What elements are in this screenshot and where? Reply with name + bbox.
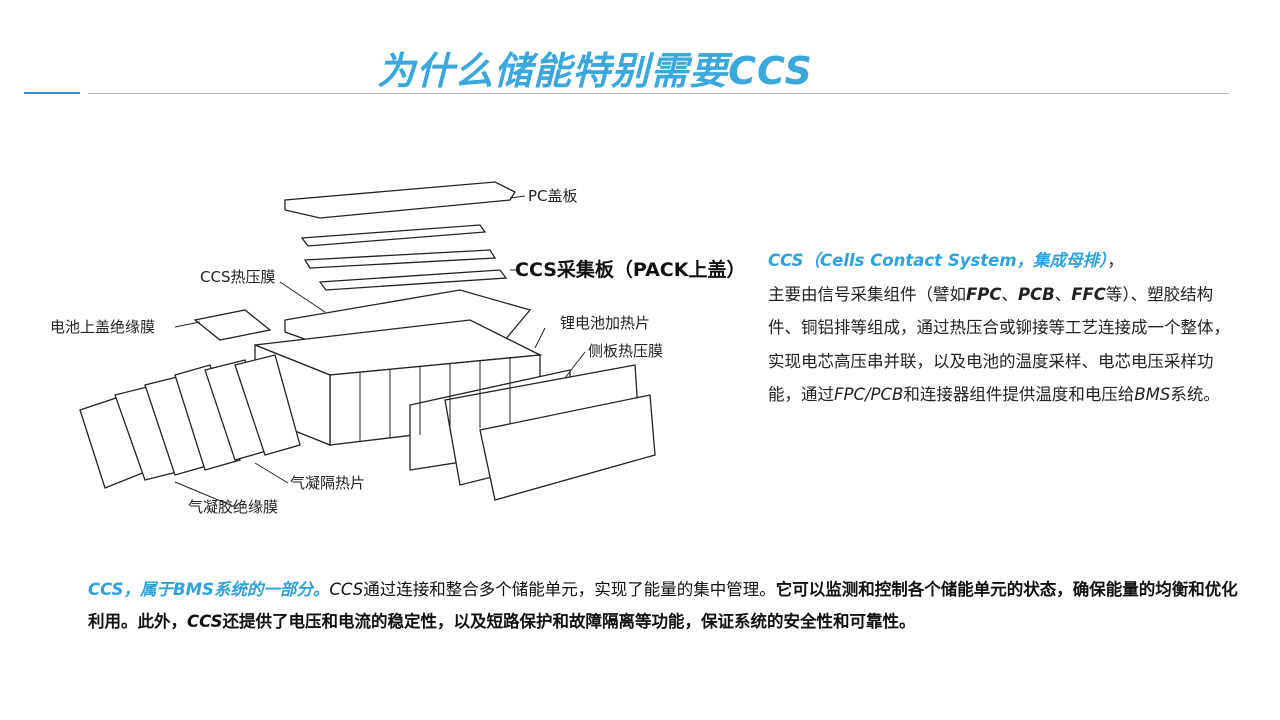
term-fpc-pcb: FPC/PCB <box>834 385 904 404</box>
label-top-insulation: 电池上盖绝缘膜 <box>50 318 155 336</box>
cell-slab-shape <box>234 354 301 456</box>
title-divider <box>88 93 1229 94</box>
term-bms: BMS <box>1134 385 1171 404</box>
ccs-description: CCS（Cells Contact System，集成母排）， 主要由信号采集组… <box>768 244 1238 412</box>
term-ccs: CCS <box>329 580 364 599</box>
description-text: 、 <box>1001 284 1018 304</box>
side-plate-shape <box>479 394 656 501</box>
label-pc-cover: PC盖板 <box>528 187 578 205</box>
label-aerogel-film: 气凝胶绝缘膜 <box>188 498 278 516</box>
description-text: ， <box>1107 251 1124 270</box>
description-text: 、 <box>1054 284 1072 304</box>
label-side-film: 侧板热压膜 <box>588 342 663 360</box>
battery-pack-exploded-diagram: PC盖板 CCS采集板（PACK上盖） CCS热压膜 电池上盖绝缘膜 锂电池加热… <box>40 170 760 530</box>
label-ccs-board: CCS采集板（PACK上盖） <box>515 258 745 281</box>
cell-slab-shape <box>174 364 241 471</box>
term-pcb: PCB <box>1017 284 1055 304</box>
description-text: 和连接器组件提供温度和电压给 <box>903 385 1135 404</box>
summary-text: 通过连接和整合多个储能单元，实现了能量的集中管理。 <box>363 580 776 599</box>
summary-paragraph: CCS，属于BMS系统的一部分。CCS通过连接和整合多个储能单元，实现了能量的集… <box>88 574 1248 638</box>
summary-bold-text: 还提供了电压和电流的稳定性，以及短路保护和故障隔离等功能，保证系统的安全性和可靠… <box>222 612 916 631</box>
summary-bold-text: 它可以监测和控制各个储能单元的状态，确保能量的均衡和优化利用。此外， <box>88 580 1238 631</box>
description-text: 等）、塑胶结构件、铜铝排等组成，通过热压合或铆接等工艺连接成一个整体，实现电芯高… <box>768 284 1230 405</box>
exploded-view-svg: PC盖板 CCS采集板（PACK上盖） CCS热压膜 电池上盖绝缘膜 锂电池加热… <box>50 181 745 516</box>
pc-cover-shape <box>284 181 516 219</box>
strip-shape <box>300 224 487 247</box>
summary-lead: CCS，属于BMS系统的一部分。 <box>88 580 330 599</box>
strip-shape <box>318 269 508 291</box>
term-fpc: FPC <box>966 284 1002 304</box>
description-lead: CCS（Cells Contact System，集成母排） <box>768 251 1108 270</box>
term-ffc: FFC <box>1071 284 1106 304</box>
label-ccs-film: CCS热压膜 <box>200 268 275 286</box>
label-heater: 锂电池加热片 <box>560 314 650 332</box>
title-accent-rule <box>24 92 80 94</box>
label-aerogel-sheet: 气凝隔热片 <box>290 474 365 492</box>
page-title: 为什么储能特别需要CCS <box>377 49 813 93</box>
description-text: 主要由信号采集组件（譬如 <box>768 284 966 304</box>
description-text: 系统。 <box>1170 385 1220 404</box>
top-insulation-shape <box>193 309 272 341</box>
strip-shape <box>303 249 497 269</box>
term-ccs: CCS <box>187 612 223 631</box>
